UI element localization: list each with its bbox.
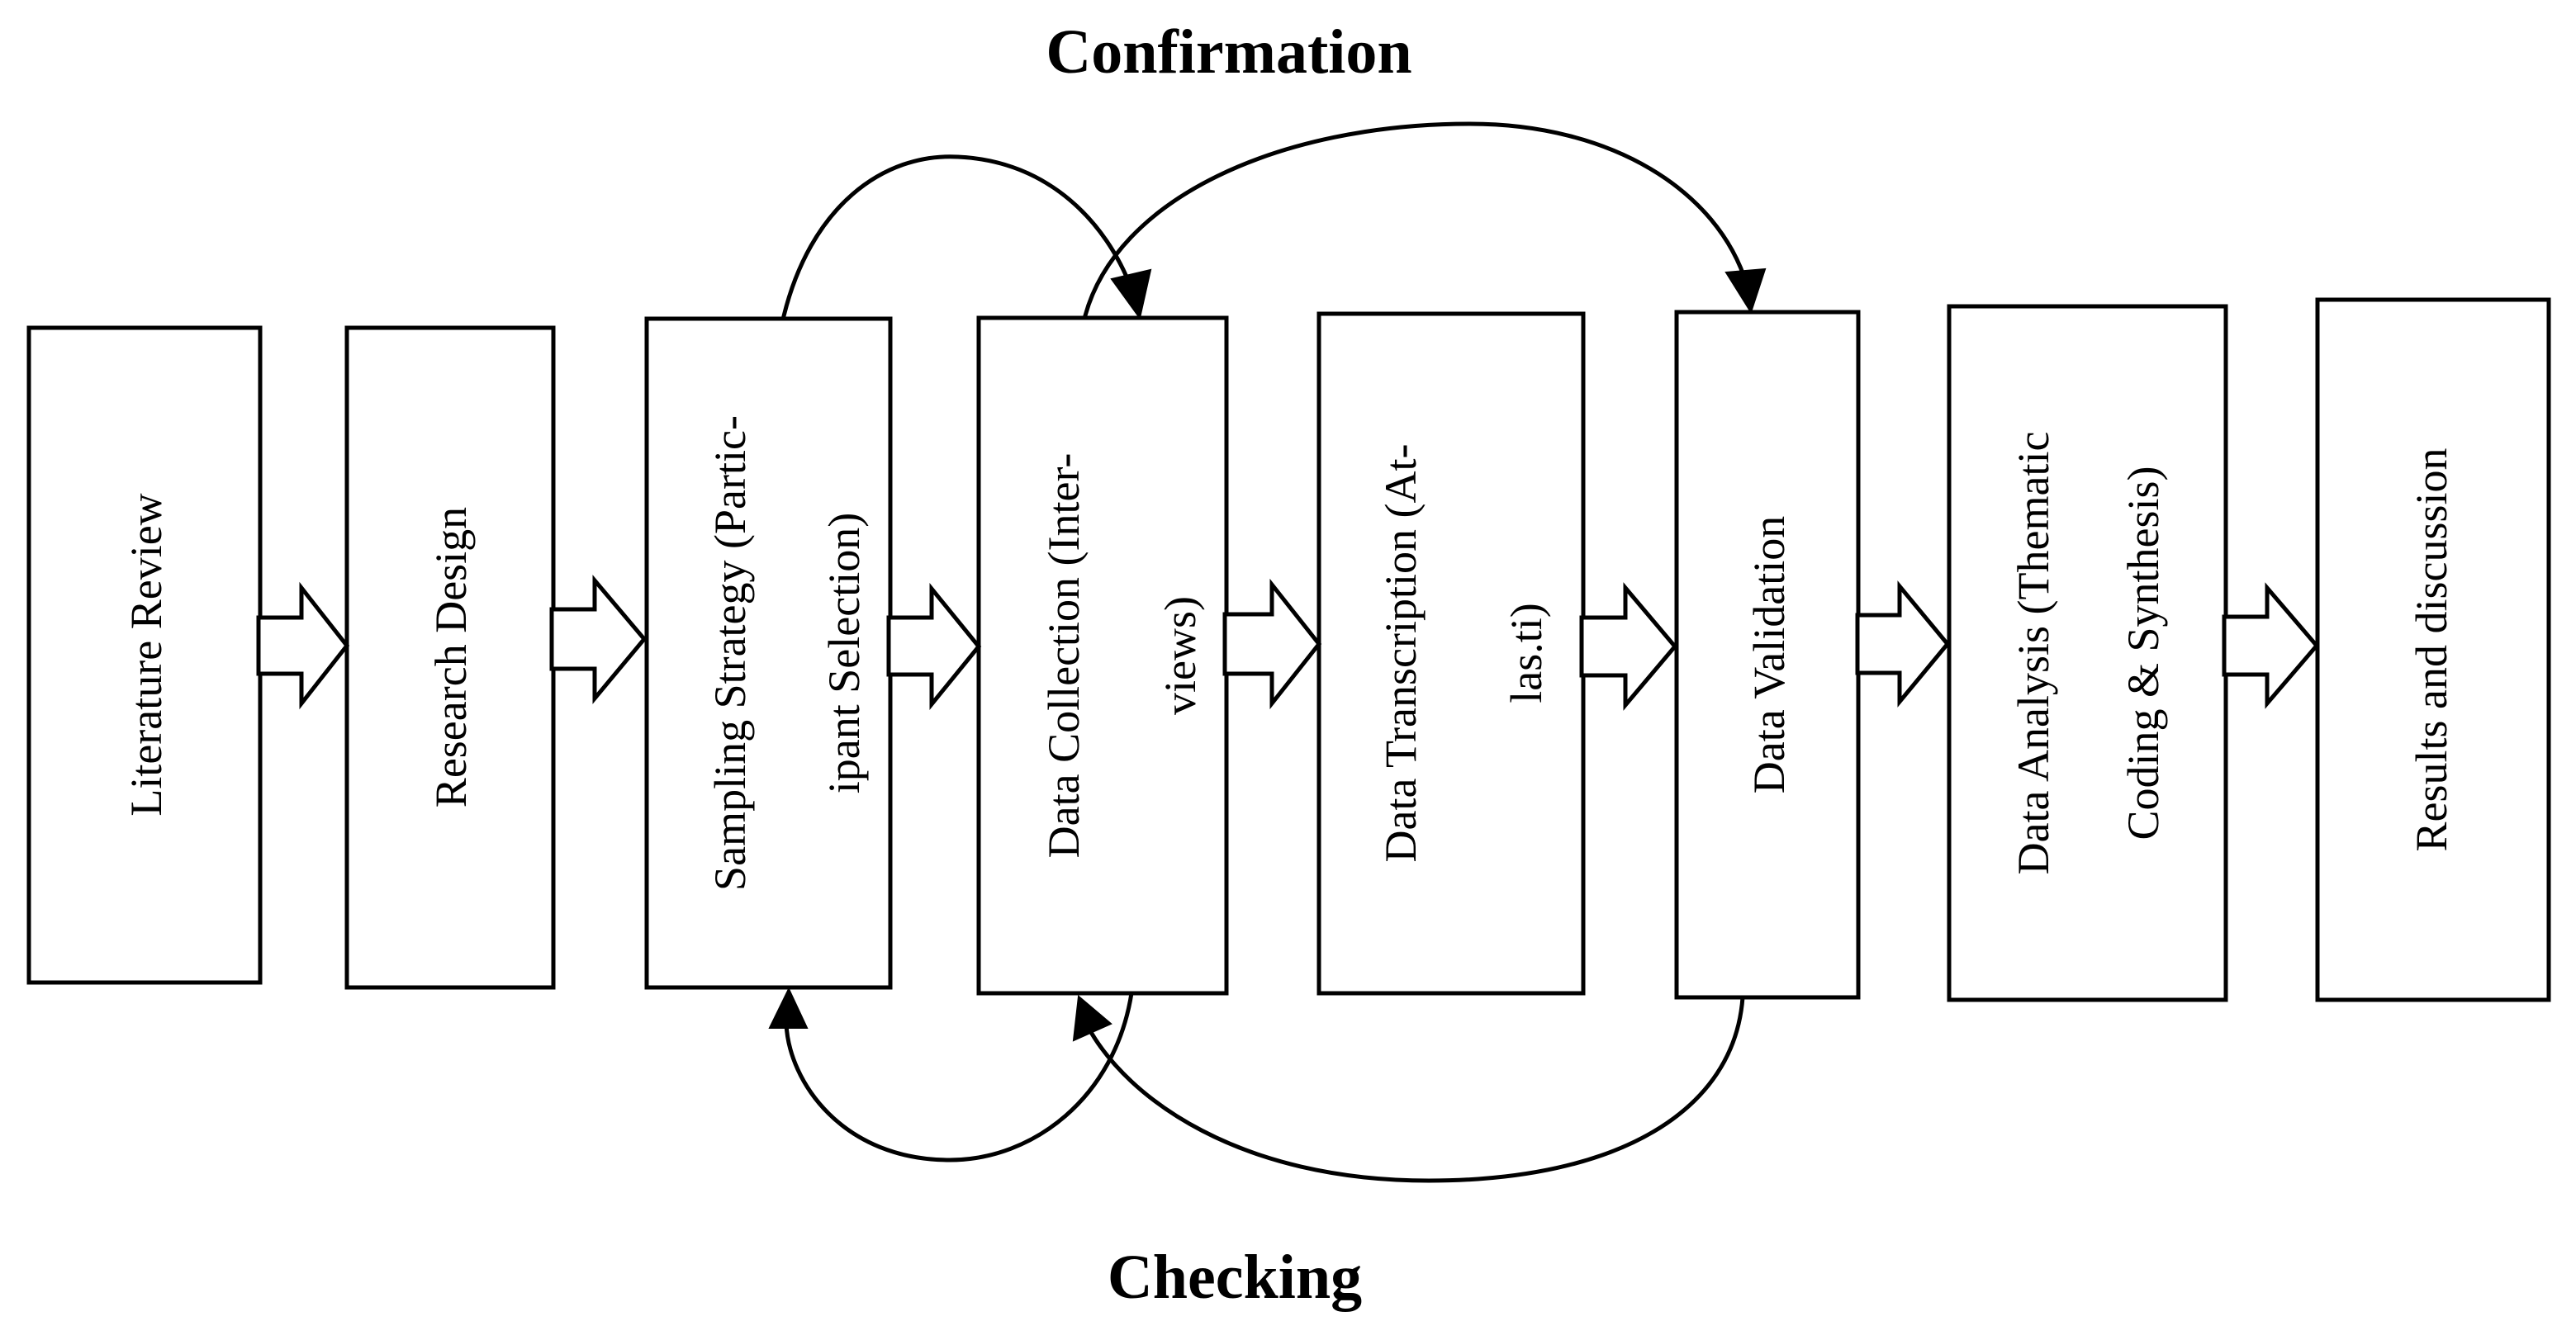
confirmation-label: Confirmation [1046,17,1411,87]
box-literature-review: Literature Review [26,325,263,985]
box-data-transcription-line-2: las.ti) [1501,603,1551,703]
box-data-validation-label: Data Validation [1744,516,1794,793]
arrow-collection-to-transcription [1222,578,1322,710]
checking-label: Checking [1108,1243,1362,1312]
arrow-literature-to-design [256,581,350,710]
arrow-transcription-to-validation [1579,582,1678,711]
box-data-collection-line-2: views) [1155,596,1205,715]
box-data-transcription: Data Transcription (At- las.ti) [1316,311,1586,996]
checking-loop-collection-to-sampling [784,992,1134,1162]
arrow-design-to-sampling [549,575,648,704]
checking-arrowhead-sampling [768,987,809,1029]
box-sampling-strategy-line-2: ipant Selection) [819,513,869,793]
arrow-sampling-to-collection [886,582,982,711]
box-data-validation: Data Validation [1674,310,1861,1000]
confirmation-arrowhead-validation [1724,268,1767,315]
arrow-validation-to-analysis [1855,580,1951,708]
arrow-analysis-to-results [2222,582,2320,709]
box-data-collection: Data Collection (Inter- views) [976,315,1229,996]
box-data-analysis-line-2: Coding & Synthesis) [2118,466,2168,840]
box-data-analysis: Data Analysis (Thematic Coding & Synthes… [1947,304,2228,1002]
confirmation-loop-collection-to-validation [1082,121,1749,320]
confirmation-loop-sampling-to-collection [780,154,1134,320]
box-sampling-strategy: Sampling Strategy (Partic- ipant Selecti… [644,316,893,990]
checking-arrowhead-collection [1072,995,1112,1042]
box-research-design: Research Design [344,325,556,990]
box-data-analysis-line-1: Data Analysis (Thematic [2009,432,2058,875]
box-data-transcription-line-1: Data Transcription (At- [1376,444,1426,863]
checking-loop-validation-to-collection [1086,997,1745,1183]
box-results-discussion: Results and discussion [2315,297,2551,1002]
box-data-collection-line-1: Data Collection (Inter- [1039,453,1089,859]
box-results-discussion-label: Results and discussion [2407,447,2456,851]
box-research-design-label: Research Design [426,507,476,807]
confirmation-arrowhead-collection [1110,268,1152,320]
box-literature-review-label: Literature Review [121,493,171,816]
box-sampling-strategy-line-1: Sampling Strategy (Partic- [705,415,755,891]
